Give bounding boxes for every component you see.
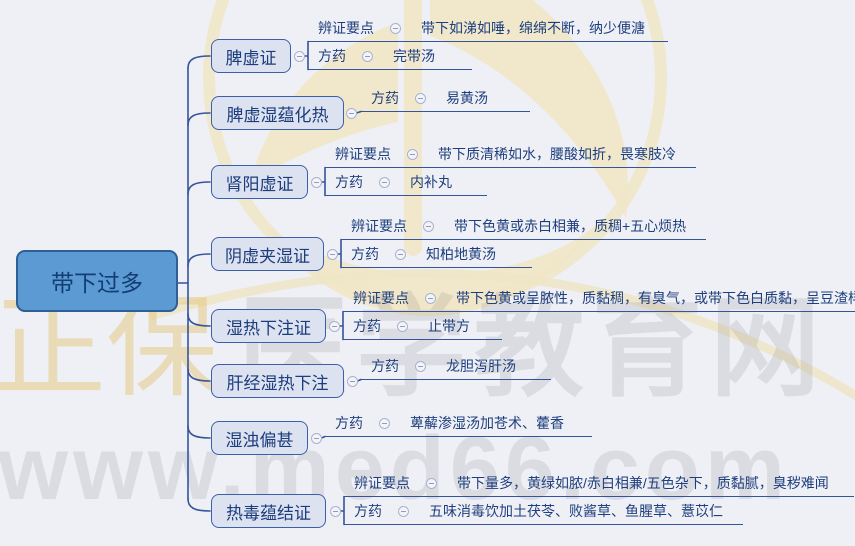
branch-label: 肝经湿热下注 [226,373,329,393]
branch-label: 脾虚湿蕴化热 [226,105,329,125]
branch-label: 湿浊偏甚 [225,430,294,450]
child-node[interactable]: 方药 止带方 [343,315,502,340]
child-node[interactable]: 方药 内补丸 [325,171,487,196]
child-value: 带下色黄或赤白相兼，质稠+五心烦热 [454,218,687,234]
collapse-icon[interactable] [345,107,357,119]
child-node[interactable]: 方药 易黄汤 [361,87,530,112]
branch-node-shizhuopianshen[interactable]: 湿浊偏甚 [211,421,308,455]
child-label: 方药 [354,503,382,519]
child-value: 龙胆泻肝汤 [446,358,516,374]
child-node[interactable]: 方药 萆薢渗湿汤加苍术、藿香 [325,412,592,437]
collapse-icon[interactable] [397,321,408,332]
branch-label: 热毒蕴结证 [226,503,311,523]
child-label: 方药 [371,90,399,106]
child-node[interactable]: 辨证要点 带下如涕如唾，绵绵不断，纳少便溏 [308,17,668,42]
child-label: 方药 [335,415,363,431]
branch-node-ganjingshirexiazhu[interactable]: 肝经湿热下注 [211,364,344,398]
child-node[interactable]: 方药 完带汤 [308,45,472,70]
child-node[interactable]: 辨证要点 带下量多，黄绿如脓/赤白相兼/五色杂下，质黏腻，臭秽难闻 [344,472,854,497]
collapse-icon[interactable] [328,320,340,332]
child-value: 五味消毒饮加土茯苓、败酱草、鱼腥草、薏苡仁 [429,503,723,519]
collapse-icon[interactable] [415,93,426,104]
child-node[interactable]: 辨证要点 带下色黄或赤白相兼，质稠+五心烦热 [341,215,707,240]
child-node[interactable]: 辨证要点 带下质清稀如水，腰酸如折，畏寒肢冷 [325,143,696,168]
branch-label: 湿热下注证 [226,318,311,338]
branch-node-pixushiyunhuare[interactable]: 脾虚湿蕴化热 [211,96,344,130]
collapse-icon[interactable] [379,418,390,429]
collapse-icon[interactable] [329,505,341,517]
child-value: 萆薢渗湿汤加苍术、藿香 [410,415,564,431]
collapse-icon[interactable] [395,249,406,260]
child-node[interactable]: 方药 龙胆泻肝汤 [361,355,551,380]
branch-node-shirexiazhuzheng[interactable]: 湿热下注证 [211,309,326,343]
child-label: 辨证要点 [354,475,410,491]
collapse-icon[interactable] [310,432,322,444]
child-label: 辨证要点 [335,146,391,162]
child-value: 内补丸 [410,174,452,190]
branch-node-shenyangxuzheng[interactable]: 肾阳虚证 [211,165,308,199]
child-label: 方药 [335,174,363,190]
collapse-icon[interactable] [390,23,401,34]
child-value: 止带方 [428,318,470,334]
root-node-label: 带下过多 [51,270,143,296]
child-label: 方药 [318,48,346,64]
child-label: 方药 [353,318,381,334]
child-value: 带下色黄或呈脓性，质黏稠，有臭气，或带下色白质黏，呈豆渣样 [456,290,855,306]
branch-node-yinxujiashizheng[interactable]: 阴虚夹湿证 [211,237,324,271]
branch-node-redu-yunjiezheng[interactable]: 热毒蕴结证 [211,494,326,528]
branch-label: 脾虚证 [225,48,277,68]
collapse-icon[interactable] [346,375,358,387]
collapse-icon[interactable] [398,506,409,517]
child-node[interactable]: 辨证要点 带下色黄或呈脓性，质黏稠，有臭气，或带下色白质黏，呈豆渣样 [343,287,855,312]
collapse-icon[interactable] [362,51,373,62]
collapse-icon[interactable] [407,149,418,160]
branch-label: 阴虚夹湿证 [225,246,310,266]
child-value: 知柏地黄汤 [426,246,496,262]
child-label: 辨证要点 [351,218,407,234]
collapse-icon[interactable] [415,361,426,372]
child-value: 带下如涕如唾，绵绵不断，纳少便溏 [421,20,645,36]
collapse-icon[interactable] [379,177,390,188]
collapse-icon[interactable] [326,248,338,260]
child-label: 方药 [351,246,379,262]
root-node[interactable]: 带下过多 [16,250,178,312]
child-value: 带下质清稀如水，腰酸如折，畏寒肢冷 [438,146,676,162]
branch-node-pixuzheng[interactable]: 脾虚证 [211,39,291,73]
collapse-icon[interactable] [425,293,436,304]
child-value: 带下量多，黄绿如脓/赤白相兼/五色杂下，质黏腻，臭秽难闻 [457,475,829,491]
collapse-icon[interactable] [423,221,434,232]
child-value: 完带汤 [393,48,435,64]
child-node[interactable]: 方药 知柏地黄汤 [341,243,532,268]
collapse-icon[interactable] [310,176,322,188]
child-node[interactable]: 方药 五味消毒饮加土茯苓、败酱草、鱼腥草、薏苡仁 [344,500,743,525]
child-label: 方药 [371,358,399,374]
collapse-icon[interactable] [293,50,305,62]
branch-label: 肾阳虚证 [225,174,294,194]
child-value: 易黄汤 [446,90,488,106]
collapse-icon[interactable] [426,478,437,489]
child-label: 辨证要点 [353,290,409,306]
child-label: 辨证要点 [318,20,374,36]
